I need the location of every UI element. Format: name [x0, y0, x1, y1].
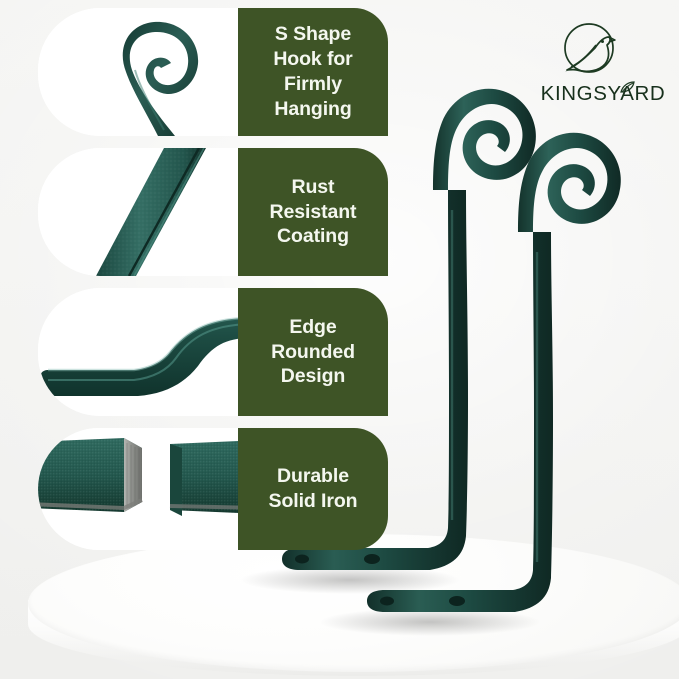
coating-texture-closeup-photo	[38, 148, 250, 276]
feature-label-durable-solid-iron: Durable Solid Iron	[238, 428, 388, 550]
solid-iron-cross-section-photo	[38, 428, 250, 550]
bracket-shadow-tall	[240, 566, 460, 594]
feature-row-s-shape-hook: S Shape Hook for Firmly Hanging	[38, 8, 388, 136]
coating-texture-artwork	[38, 148, 250, 276]
bracket-tall	[282, 88, 536, 570]
bracket-shadow-short	[320, 608, 540, 636]
feature-row-rust-resistant-coating: Rust Resistant Coating	[38, 148, 388, 276]
feature-row-edge-rounded-design: Edge Rounded Design	[38, 288, 388, 416]
bracket-short	[367, 132, 621, 612]
feature-label-rust-resistant-coating: Rust Resistant Coating	[238, 148, 388, 276]
mount-hole	[380, 596, 394, 606]
mount-hole	[295, 554, 309, 564]
mount-hole	[449, 596, 465, 606]
feature-label-s-shape-hook: S Shape Hook for Firmly Hanging	[238, 8, 388, 136]
mount-hole	[364, 554, 380, 564]
solid-iron-artwork	[38, 428, 250, 550]
feature-label-edge-rounded-design: Edge Rounded Design	[238, 288, 388, 416]
rounded-bend-artwork	[38, 288, 250, 416]
feature-label-text: S Shape Hook for Firmly Hanging	[273, 23, 353, 120]
scroll-hook-closeup-photo	[38, 8, 250, 136]
rounded-bend-closeup-photo	[38, 288, 250, 416]
feature-label-text: Rust Resistant Coating	[269, 175, 357, 248]
bird-in-circle-icon	[564, 23, 616, 73]
brand-name: KINGSYARD	[540, 82, 666, 105]
feature-label-text: Durable Solid Iron	[268, 465, 358, 512]
feature-label-text: Edge Rounded Design	[271, 315, 355, 388]
feature-row-durable-solid-iron: Durable Solid Iron	[38, 428, 388, 550]
brand-logo: KINGSYARD	[533, 20, 673, 112]
scroll-hook-artwork	[38, 8, 250, 136]
leaf-accent-icon	[620, 81, 635, 93]
